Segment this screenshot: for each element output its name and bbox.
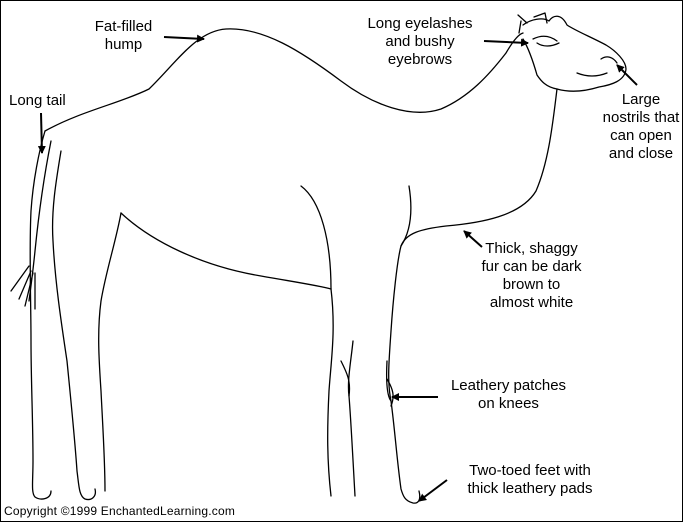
copyright-notice: Copyright ©1999 EnchantedLearning.com [4,504,235,518]
eyelashes-label: Long eyelashes and bushy eyebrows [356,15,484,69]
hump-label: Fat-filled hump [81,18,166,54]
fur-label: Thick, shaggy fur can be dark brown to a… [464,240,599,312]
nostrils-arrow [617,65,637,85]
feet-arrow [419,480,447,501]
nostrils-label: Large nostrils that can open and close [599,91,683,163]
knees-label: Leathery patches on knees [441,377,576,413]
hump-arrow [164,37,204,39]
camel-rear-leg-outline [30,131,121,500]
feet-label: Two-toed feet with thick leathery pads [449,462,611,498]
tail-label: Long tail [9,92,89,110]
camel-belly-outline [121,213,331,289]
camel-head-outline [519,16,626,91]
camel-ear-outline [518,13,547,23]
camel-eye-outline [533,36,559,46]
camel-shoulder-outline [301,186,411,289]
camel-mouth-outline [577,57,617,76]
eyelashes-arrow [484,41,528,43]
tail-arrow [41,113,42,153]
